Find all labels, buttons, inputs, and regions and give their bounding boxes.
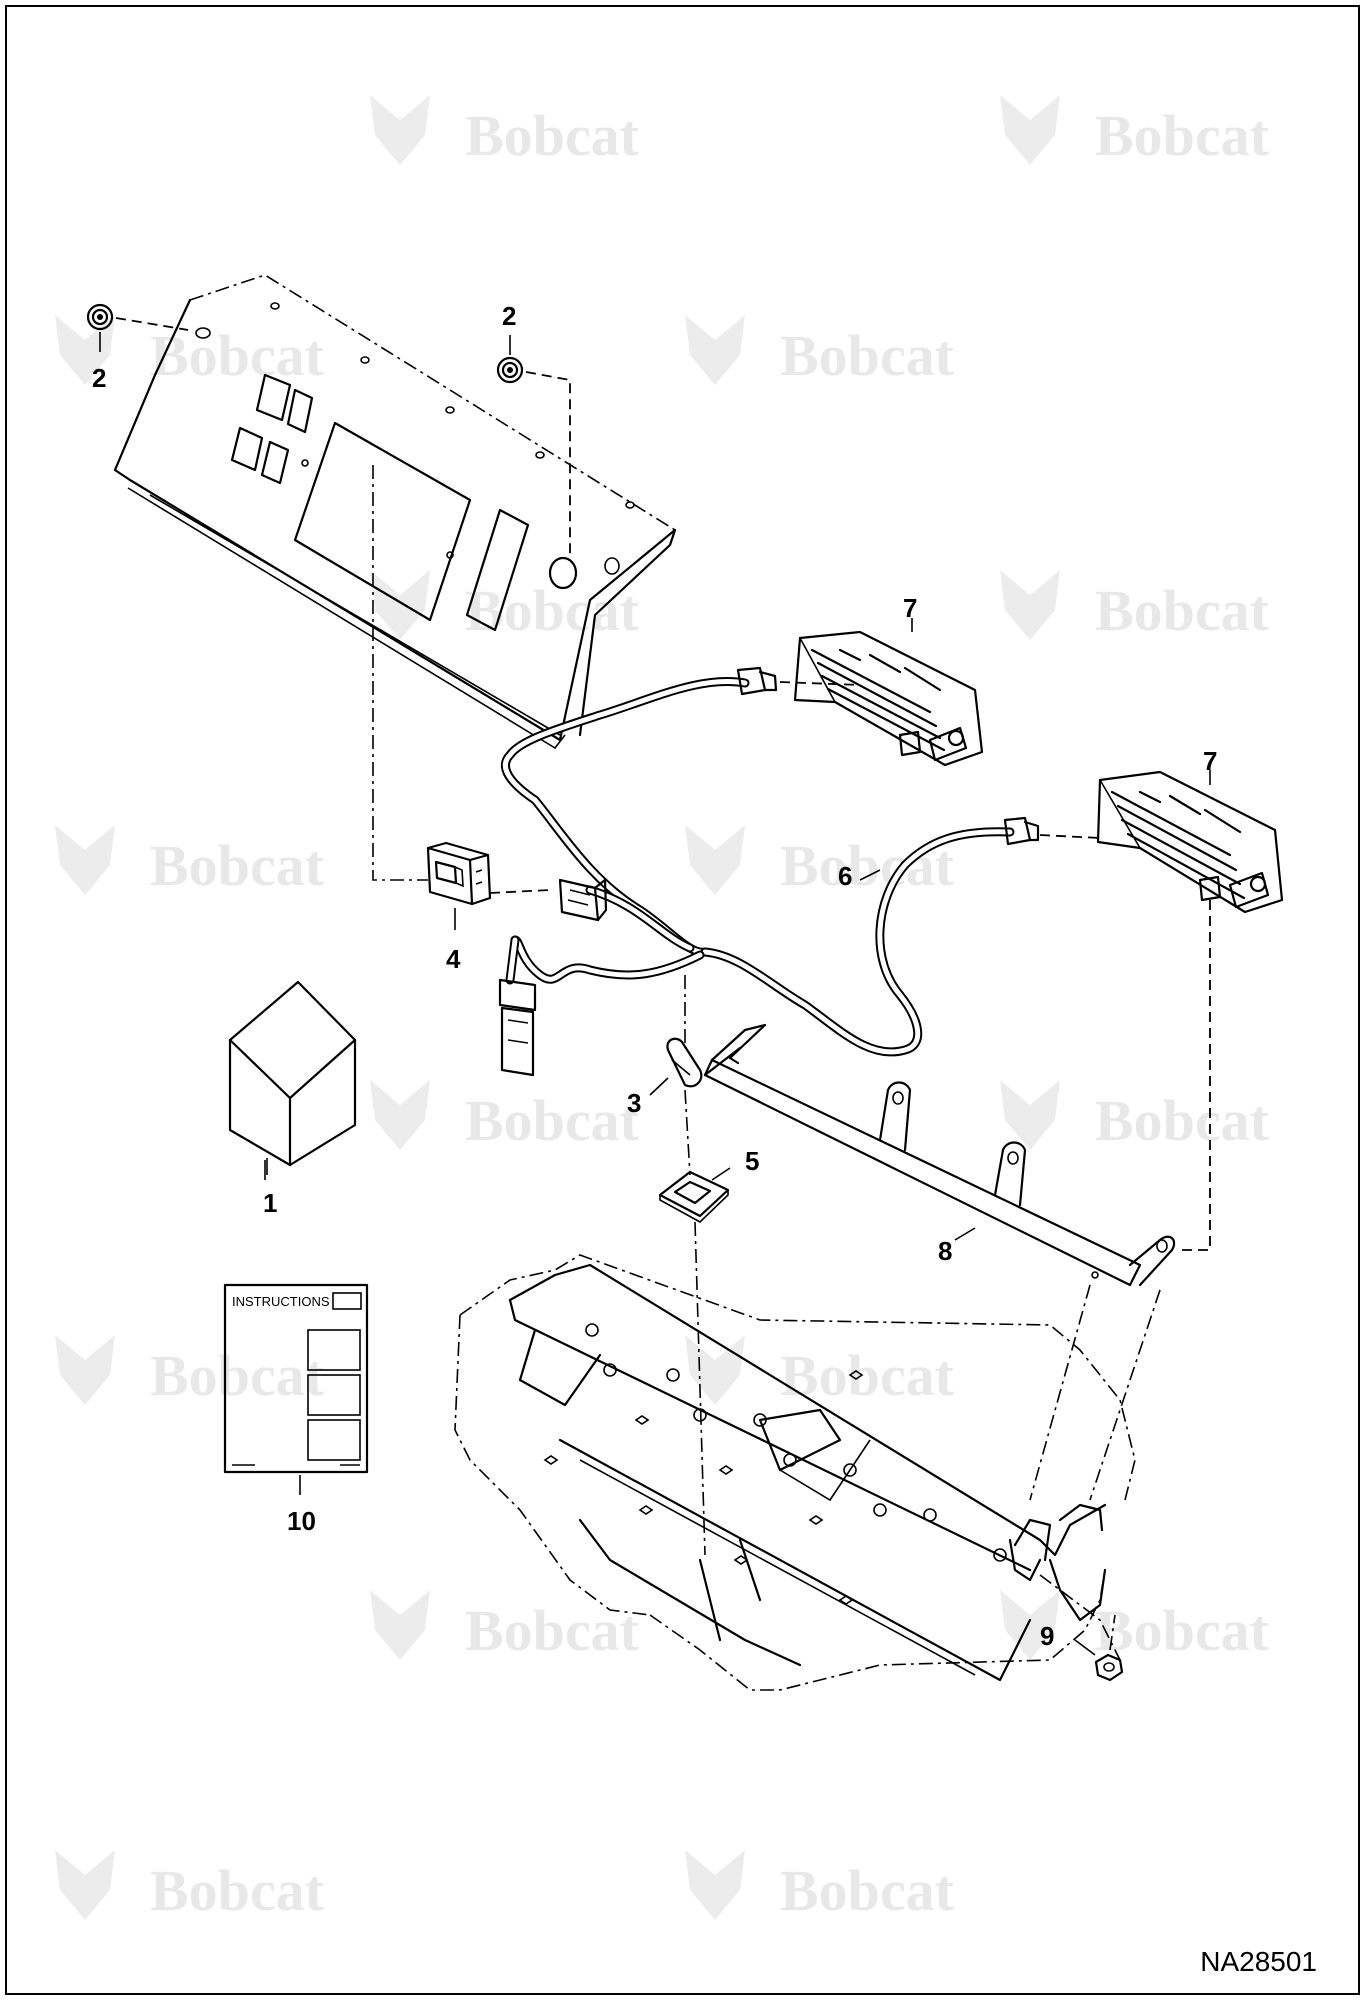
callout-6: 6 [838, 861, 852, 891]
callouts: 1 2 2 3 4 5 6 7 7 8 9 10 [92, 301, 1217, 1651]
instructions-title: INSTRUCTIONS [232, 1294, 330, 1309]
work-light-lower [1039, 770, 1284, 1251]
watermark: Bobcat [55, 1850, 325, 1923]
callout-3: 3 [627, 1088, 641, 1118]
grommet-right [496, 335, 571, 560]
watermark: Bobcat [370, 1590, 640, 1663]
watermark: Bobcat [1000, 95, 1270, 168]
watermark-text: Bobcat [1095, 1598, 1270, 1663]
watermark-text: Bobcat [1095, 103, 1270, 168]
callout-8: 8 [938, 1236, 952, 1266]
callout-2-right: 2 [502, 301, 516, 331]
watermark: Bobcat [1000, 1080, 1270, 1153]
callout-9: 9 [1040, 1621, 1054, 1651]
drawing-number: NA28501 [1200, 1946, 1317, 1977]
watermark: Bobcat [55, 825, 325, 898]
watermark-text: Bobcat [465, 103, 640, 168]
diagram-frame [5, 5, 1360, 1995]
tie-mount [658, 1089, 731, 1556]
callout-7-lower: 7 [1203, 746, 1217, 776]
watermark-text: Bobcat [465, 1088, 640, 1153]
callout-5: 5 [745, 1146, 759, 1176]
grommet-left [86, 303, 189, 352]
watermark: Bobcat [685, 315, 955, 388]
watermark: Bobcat [55, 1335, 325, 1408]
kit-box [228, 980, 357, 1175]
dash-panel [113, 274, 677, 750]
work-light-upper [779, 618, 984, 767]
callout-10: 10 [287, 1506, 316, 1536]
callout-7-upper: 7 [903, 593, 917, 623]
callout-1: 1 [263, 1188, 277, 1218]
watermark-text: Bobcat [1095, 578, 1270, 643]
watermark-text: Bobcat [780, 1343, 955, 1408]
flange-nut [1074, 1614, 1124, 1682]
instructions-sheet: INSTRUCTIONS [223, 1283, 369, 1495]
watermark-text: Bobcat [150, 1858, 325, 1923]
watermark-text: Bobcat [465, 1598, 640, 1663]
cable-tie [649, 975, 703, 1096]
watermark-text: Bobcat [465, 578, 640, 643]
rocker-switch [372, 465, 551, 930]
callout-2-left: 2 [92, 363, 106, 393]
watermark: Bobcat [685, 1850, 955, 1923]
machine-frame [454, 1254, 1136, 1691]
watermark-text: Bobcat [1095, 1088, 1270, 1153]
wiring-harness [498, 666, 1040, 1077]
watermark-text: Bobcat [780, 1858, 955, 1923]
mounting-bracket [703, 1023, 1176, 1501]
watermark: Bobcat [1000, 1590, 1270, 1663]
watermark: Bobcat [370, 570, 640, 643]
watermark-text: Bobcat [780, 323, 955, 388]
watermark: Bobcat [370, 1080, 640, 1153]
watermark: Bobcat [685, 1335, 955, 1408]
callout-4: 4 [446, 944, 461, 974]
watermark-text: Bobcat [150, 1343, 325, 1408]
watermarks: Bobcat Bobcat Bobcat Bobcat Bobcat Bobca… [55, 95, 1270, 1923]
watermark: Bobcat [1000, 570, 1270, 643]
watermark-text: Bobcat [150, 323, 325, 388]
watermark-text: Bobcat [150, 833, 325, 898]
watermark: Bobcat [370, 95, 640, 168]
